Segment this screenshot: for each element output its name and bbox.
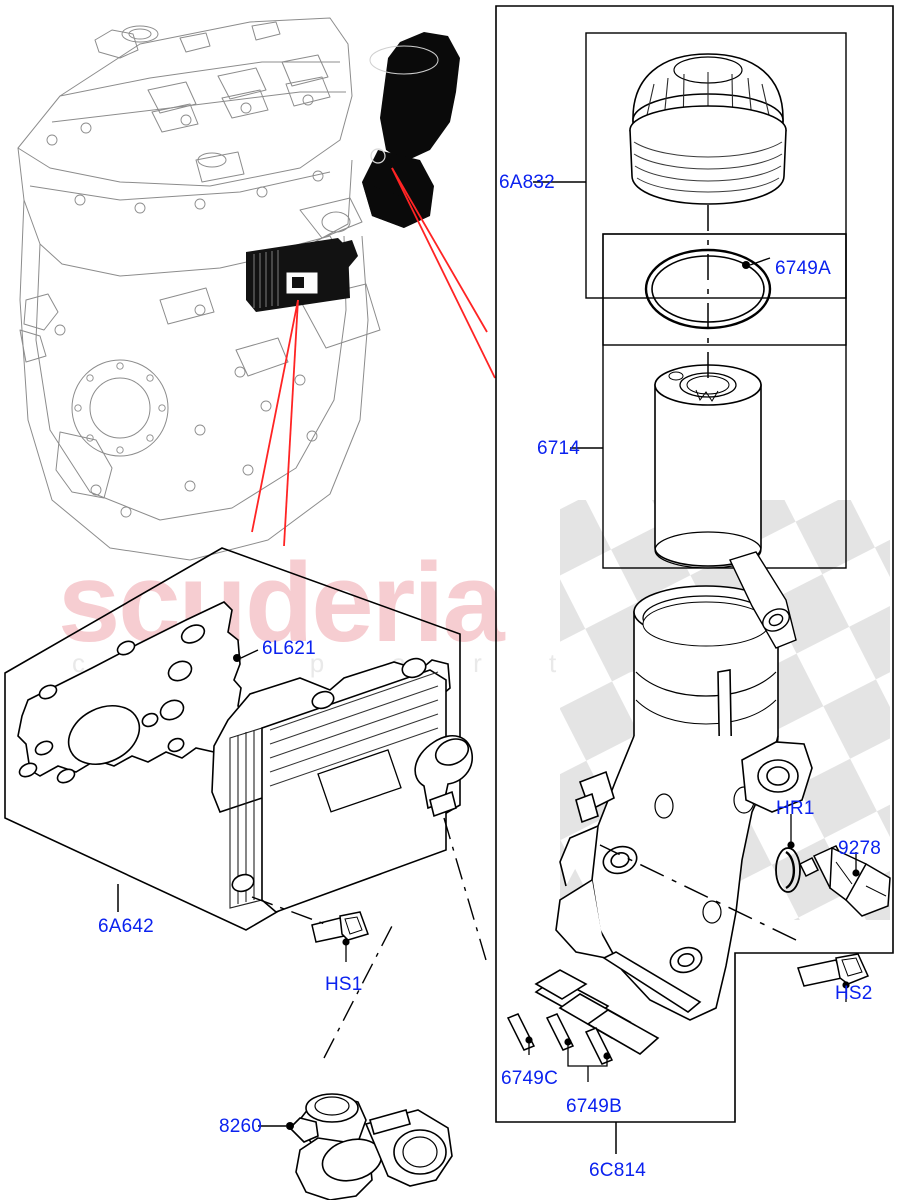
engine-oil-cooler — [211, 657, 473, 913]
coolant-outlet-pipe — [288, 1093, 453, 1200]
oil-filter-cap — [629, 53, 787, 205]
dot-HS1 — [342, 938, 350, 946]
callout-6A642[interactable]: 6A642 — [98, 916, 154, 937]
dot-HS2 — [842, 981, 850, 989]
right-outer-box — [495, 5, 894, 1123]
callout-9278[interactable]: 9278 — [838, 838, 882, 859]
left-centrelines — [251, 817, 487, 1059]
oil-pressure-switch — [798, 845, 891, 917]
seal-6749C — [506, 1013, 536, 1051]
dot-6749A — [742, 261, 750, 269]
callout-6749B[interactable]: 6749B — [566, 1096, 622, 1117]
callout-HS1[interactable]: HS1 — [325, 974, 363, 995]
callout-6749A[interactable]: 6749A — [775, 258, 831, 279]
housing-bolt-hs2 — [797, 953, 870, 987]
box-6714 — [602, 233, 847, 569]
leader-6L621 — [240, 649, 259, 659]
dot-6749B-a — [564, 1038, 572, 1046]
retaining-ring-hr1 — [775, 847, 801, 893]
dot-HR1 — [787, 841, 795, 849]
dot-6L621 — [233, 654, 241, 662]
dot-9278 — [852, 869, 860, 877]
housing-upper-bracket — [729, 551, 797, 649]
oil-cooler-gasket — [17, 601, 247, 784]
red-leader-lines — [251, 167, 496, 547]
oil-filter-housing — [534, 585, 813, 1055]
dot-6749C — [525, 1036, 533, 1044]
callout-6A832[interactable]: 6A832 — [499, 172, 555, 193]
callout-HR1[interactable]: HR1 — [776, 798, 815, 819]
callout-6C814[interactable]: 6C814 — [589, 1160, 646, 1181]
leader-line-6749A — [749, 257, 771, 266]
oil-filter-element — [654, 364, 762, 569]
callout-HS2[interactable]: HS2 — [835, 983, 873, 1004]
box-6A642 — [4, 547, 461, 931]
callout-6714[interactable]: 6714 — [537, 438, 581, 459]
engine-highlight-filter-housing — [362, 32, 460, 228]
engine-highlight-oil-cooler — [246, 238, 358, 312]
callout-6L621[interactable]: 6L621 — [262, 638, 316, 659]
assembly-centreline-lower — [599, 844, 797, 941]
callout-6749C[interactable]: 6749C — [501, 1068, 558, 1089]
dot-8260 — [286, 1122, 294, 1130]
dot-6749B-b — [603, 1052, 611, 1060]
oil-cooler-bolt-hs1 — [311, 911, 369, 943]
callout-8260[interactable]: 8260 — [219, 1116, 263, 1137]
box-6A832 — [585, 32, 847, 299]
